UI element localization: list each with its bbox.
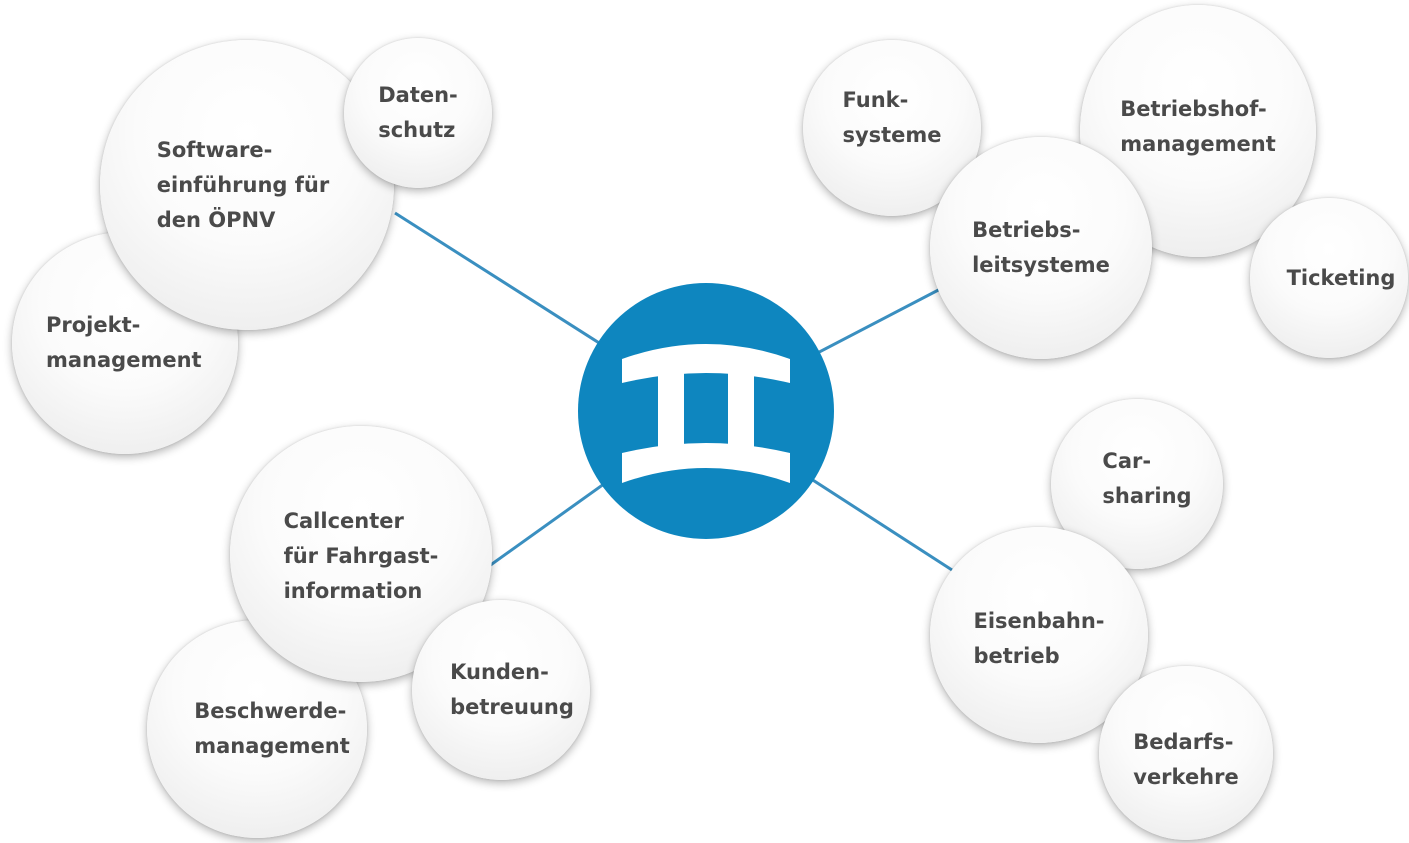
label-line: Software- — [156, 137, 273, 162]
label-line: Car- — [1102, 449, 1152, 473]
gemini-top-bar — [622, 344, 790, 383]
label-line: Eisenbahn- — [973, 609, 1105, 633]
bubble-betriebsleitsysteme: Betriebs- leitsysteme — [930, 137, 1152, 359]
bubble-softwareeinfuehrung: Software- einführung für den ÖPNV — [100, 40, 394, 330]
label-line: Ticketing — [1286, 265, 1396, 290]
bubble-ticketing: Ticketing — [1250, 198, 1408, 358]
label-line: Callcenter — [283, 508, 404, 533]
bubble-funksysteme: Funk- systeme — [803, 40, 981, 216]
label-line: für Fahrgast- — [283, 543, 439, 568]
label-line: management — [194, 734, 350, 758]
label-betriebsleitsysteme: Betriebs- leitsysteme — [972, 213, 1110, 283]
label-datenschutz: Daten- schutz — [378, 78, 458, 148]
label-line: systeme — [842, 123, 942, 147]
label-projektmanagement: Projekt- management — [46, 308, 202, 378]
gemini-symbol-icon — [622, 344, 790, 483]
bubble-bedarfsverkehre: Bedarfs- verkehre — [1099, 666, 1273, 840]
label-line: information — [283, 578, 423, 603]
label-eisenbahnbetrieb: Eisenbahn- betrieb — [973, 604, 1104, 674]
bubble-eisenbahnbetrieb: Eisenbahn- betrieb — [930, 527, 1148, 743]
label-line: verkehre — [1133, 765, 1239, 789]
label-bedarfsverkehre: Bedarfs- verkehre — [1133, 725, 1238, 795]
gemini-bottom-bar — [622, 443, 790, 483]
bubble-datenschutz: Daten- schutz — [344, 38, 492, 188]
label-line: den ÖPNV — [156, 207, 276, 232]
label-softwareeinfuehrung: Software- einführung für den ÖPNV — [157, 133, 329, 238]
label-line: management — [46, 348, 202, 372]
label-line: Betriebshof- — [1120, 97, 1267, 121]
bubble-kundenbetreuung: Kunden- betreuung — [412, 600, 590, 780]
hub-circle — [578, 283, 834, 539]
label-line: management — [1120, 132, 1276, 156]
label-line: Projekt- — [46, 313, 141, 337]
label-funksysteme: Funk- systeme — [842, 83, 941, 153]
label-line: Kunden- — [450, 660, 549, 684]
label-line: Beschwerde- — [194, 699, 347, 723]
label-line: Funk- — [842, 88, 909, 112]
label-line: betreuung — [450, 695, 574, 719]
label-callcenter: Callcenter für Fahrgast- information — [284, 504, 439, 609]
label-line: schutz — [378, 118, 456, 142]
label-line: Betriebs- — [972, 218, 1081, 242]
label-beschwerdemanagement: Beschwerde- management — [194, 694, 350, 764]
label-line: betrieb — [973, 644, 1060, 668]
label-line: sharing — [1102, 484, 1192, 508]
label-kundenbetreuung: Kunden- betreuung — [450, 655, 574, 725]
label-line: leitsysteme — [972, 253, 1110, 277]
label-line: Daten- — [378, 83, 458, 107]
label-line: Bedarfs- — [1133, 730, 1234, 754]
label-ticketing: Ticketing — [1287, 261, 1396, 296]
label-carsharing: Car- sharing — [1102, 444, 1191, 514]
label-line: einführung für — [156, 172, 330, 197]
label-betriebshofmanagement: Betriebshof- management — [1120, 92, 1276, 162]
